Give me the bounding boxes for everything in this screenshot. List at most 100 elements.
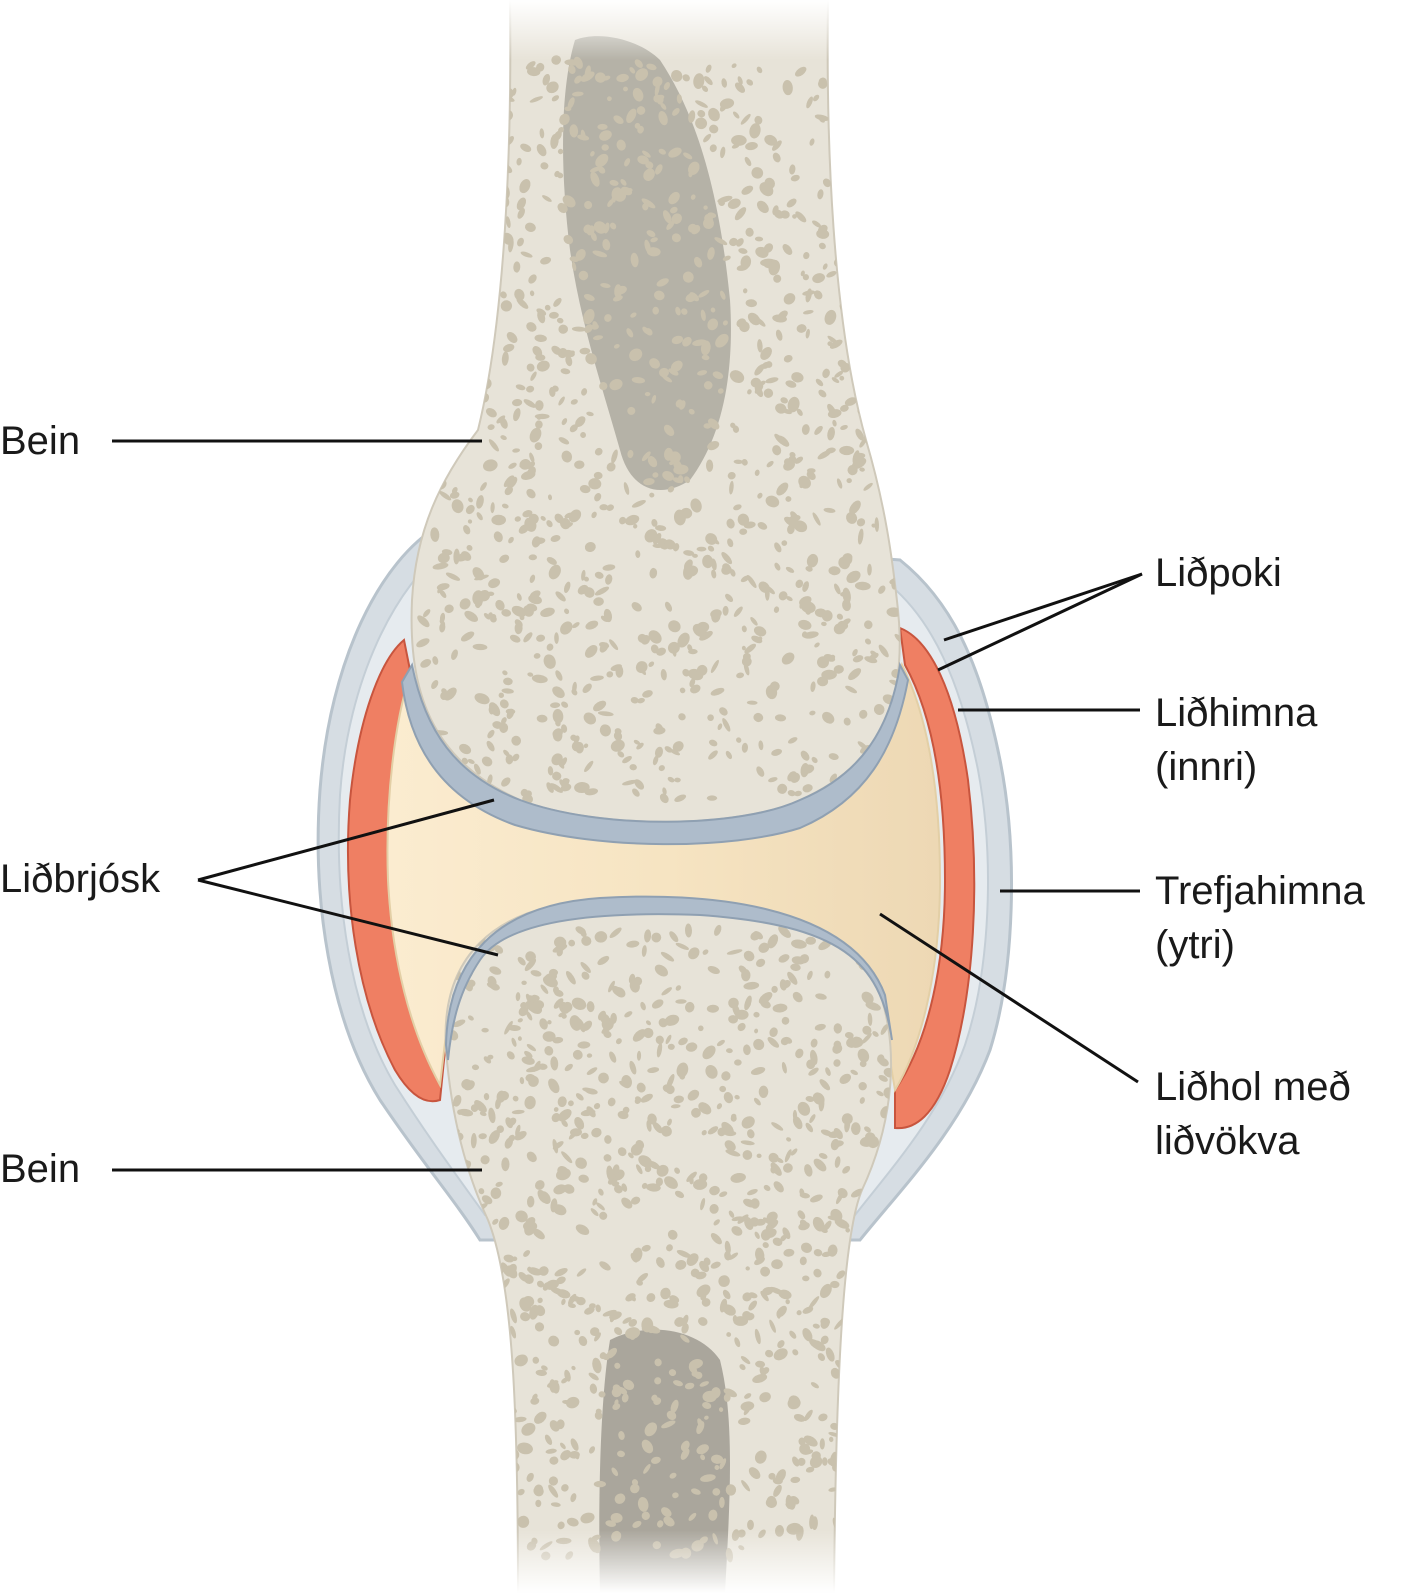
spongy-pore [787,737,798,744]
spongy-pore [529,452,535,463]
spongy-pore [652,76,663,87]
spongy-pore [592,250,608,258]
spongy-pore [506,332,518,343]
spongy-pore [800,1242,813,1253]
spongy-pore [671,643,677,657]
spongy-pore [633,524,638,529]
spongy-pore [586,1067,598,1075]
spongy-pore [870,226,877,240]
spongy-pore [874,1252,890,1262]
spongy-pore [545,1448,557,1454]
spongy-pore [523,632,533,643]
spongy-pore [469,85,483,98]
spongy-pore [813,290,823,300]
spongy-pore [613,115,624,125]
spongy-pore [854,581,871,591]
spongy-pore [468,410,476,418]
spongy-pore [606,462,616,472]
spongy-pore [536,308,547,316]
spongy-pore [469,1336,481,1350]
spongy-pore [817,1353,826,1362]
spongy-pore [614,1185,623,1194]
spongy-pore [730,1172,746,1183]
spongy-pore [674,777,681,783]
spongy-pore [704,76,713,86]
spongy-pore [727,198,741,209]
spongy-pore [673,464,689,475]
spongy-pore [632,1520,642,1528]
spongy-pore [783,1248,795,1257]
spongy-pore [461,345,468,354]
spongy-pore [609,222,617,230]
spongy-pore [678,1037,688,1046]
spongy-pore [623,86,628,92]
spongy-pore [684,565,699,577]
spongy-pore [606,504,614,511]
spongy-pore [777,1340,785,1349]
spongy-pore [458,1449,469,1462]
spongy-pore [614,1362,621,1369]
spongy-pore [561,450,573,463]
spongy-pore [833,1128,843,1140]
spongy-pore [769,1319,776,1333]
spongy-pore [430,527,440,542]
spongy-pore [688,408,695,415]
spongy-pore [447,1294,458,1303]
spongy-pore [806,468,816,474]
spongy-pore [574,1329,581,1336]
spongy-pore [668,1369,677,1377]
spongy-pore [470,1379,484,1391]
spongy-pore [871,1477,883,1486]
spongy-pore [529,96,543,103]
spongy-pore [520,143,532,152]
spongy-pore [598,1072,609,1084]
spongy-pore [491,514,506,526]
spongy-pore [795,1048,804,1059]
spongy-pore [563,349,575,358]
leader-capsule-inner [937,572,1143,672]
spongy-pore [486,211,493,221]
spongy-pore [725,750,733,760]
spongy-pore [431,680,439,689]
spongy-pore [544,304,551,311]
spongy-pore [594,586,610,596]
spongy-pore [644,391,651,397]
spongy-pore [731,1226,743,1236]
spongy-pore [434,452,439,464]
spongy-pore [819,1283,832,1299]
spongy-pore [599,382,608,391]
spongy-pore [664,1014,680,1026]
spongy-pore [679,687,686,694]
spongy-pore [561,1119,568,1127]
spongy-pore [836,1270,846,1280]
spongy-pore [721,78,727,88]
spongy-pore [772,152,781,163]
spongy-pore [523,399,536,408]
spongy-pore [499,1091,509,1101]
spongy-pore [550,1056,559,1071]
spongy-pore [889,363,897,377]
spongy-pore [726,1048,733,1054]
spongy-pore [433,78,444,94]
spongy-pore [513,1416,527,1423]
spongy-pore [599,1013,610,1025]
spongy-pore [561,1151,573,1164]
spongy-pore [872,124,880,131]
spongy-pore [571,741,582,752]
spongy-pore [594,492,602,502]
spongy-pore [438,311,448,320]
spongy-pore [647,1067,660,1074]
spongy-pore [785,496,792,502]
spongy-pore [618,1431,625,1440]
spongy-pore [500,435,507,441]
spongy-pore [505,754,514,765]
spongy-pore [850,60,860,70]
spongy-pore [559,1442,566,1450]
spongy-pore [750,1198,760,1209]
spongy-pore [812,1216,825,1232]
spongy-pore [500,1503,512,1518]
spongy-pore [524,1095,536,1110]
spongy-pore [427,354,438,360]
spongy-pore [847,1336,855,1345]
spongy-pore [777,783,788,794]
